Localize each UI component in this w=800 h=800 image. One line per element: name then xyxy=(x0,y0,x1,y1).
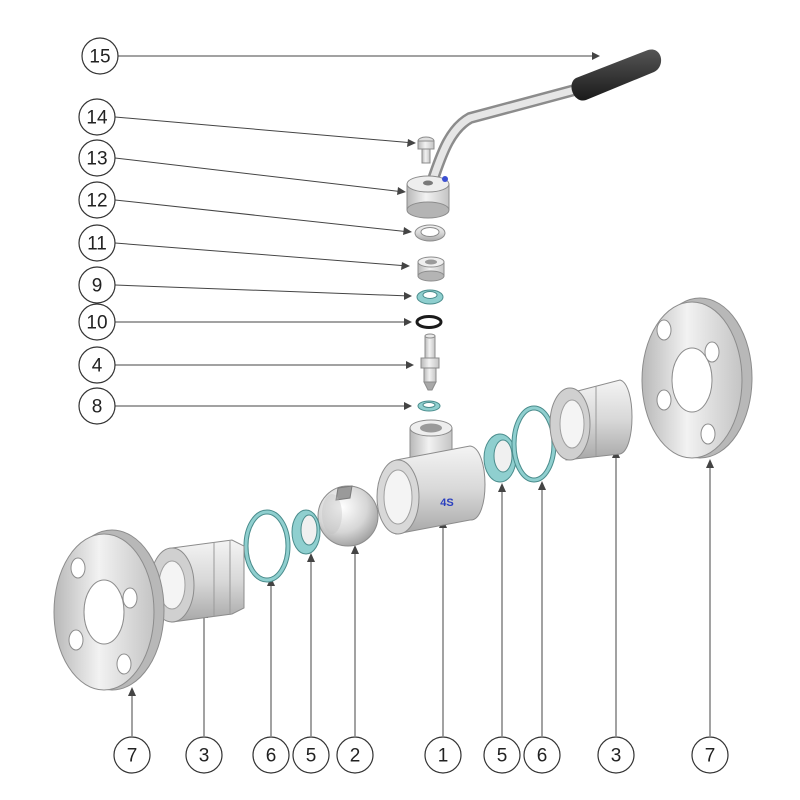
seal-ring-left-part xyxy=(243,509,291,583)
callout-7-left: 7 xyxy=(113,736,151,774)
gland-nut-part xyxy=(417,256,445,282)
seat-ring-left-part xyxy=(291,509,321,555)
callout-13: 13 xyxy=(78,139,116,177)
o-ring-part xyxy=(415,315,443,329)
svg-text:13: 13 xyxy=(86,149,107,170)
svg-text:10: 10 xyxy=(86,313,107,334)
callout-12: 12 xyxy=(78,181,116,219)
packing-ring-part xyxy=(416,289,444,305)
handle-grip xyxy=(571,49,662,101)
callout-1: 1 xyxy=(424,736,462,774)
callout-15: 15 xyxy=(81,37,119,75)
callout-6-right: 6 xyxy=(523,736,561,774)
callouts-bottom: 7 3 6 5 2 1 5 6 xyxy=(113,736,729,774)
svg-text:3: 3 xyxy=(199,746,210,767)
leader-lines-left xyxy=(114,55,598,407)
seat-ring-right-part xyxy=(483,433,517,483)
svg-text:12: 12 xyxy=(86,191,107,212)
callout-8: 8 xyxy=(78,387,116,425)
callouts-left: 15 14 13 12 11 9 10 4 xyxy=(78,37,119,425)
callout-4: 4 xyxy=(78,346,116,384)
svg-text:1: 1 xyxy=(438,746,449,767)
callout-11: 11 xyxy=(78,224,116,262)
washer-part xyxy=(414,224,446,242)
brand-mark: 4S xyxy=(440,497,453,509)
svg-text:3: 3 xyxy=(611,746,622,767)
callout-5-left: 5 xyxy=(292,736,330,774)
leader-lines-bottom xyxy=(131,452,711,736)
flange-right-part xyxy=(641,297,753,459)
thrust-washer-part xyxy=(417,400,441,412)
svg-text:4: 4 xyxy=(92,356,103,377)
valve-body-part: 4S xyxy=(376,419,486,535)
svg-text:2: 2 xyxy=(350,746,361,767)
end-connector-right-part xyxy=(549,379,633,461)
svg-text:9: 9 xyxy=(92,276,103,297)
ball-part xyxy=(317,485,379,547)
svg-text:7: 7 xyxy=(705,746,716,767)
leader-arrowheads-left xyxy=(397,52,600,410)
callout-3-left: 3 xyxy=(185,736,223,774)
svg-text:5: 5 xyxy=(497,746,508,767)
callout-3-right: 3 xyxy=(597,736,635,774)
bolt-part xyxy=(417,136,435,164)
svg-text:6: 6 xyxy=(266,746,277,767)
svg-text:11: 11 xyxy=(87,234,107,255)
svg-text:8: 8 xyxy=(92,397,103,418)
callout-2: 2 xyxy=(336,736,374,774)
svg-text:14: 14 xyxy=(86,108,108,129)
callout-7-right: 7 xyxy=(691,736,729,774)
svg-text:15: 15 xyxy=(89,47,110,68)
handle-hub-part xyxy=(406,175,450,219)
callout-10: 10 xyxy=(78,303,116,341)
svg-text:5: 5 xyxy=(306,746,317,767)
callout-9: 9 xyxy=(78,266,116,304)
callout-5-right: 5 xyxy=(483,736,521,774)
callout-14: 14 xyxy=(78,98,116,136)
svg-text:7: 7 xyxy=(127,746,138,767)
svg-text:6: 6 xyxy=(537,746,548,767)
stem-part xyxy=(420,333,440,391)
callout-6-left: 6 xyxy=(252,736,290,774)
lever-handle-part xyxy=(426,49,662,188)
flange-left-part xyxy=(53,529,165,691)
seal-ring-right-part xyxy=(511,405,557,483)
